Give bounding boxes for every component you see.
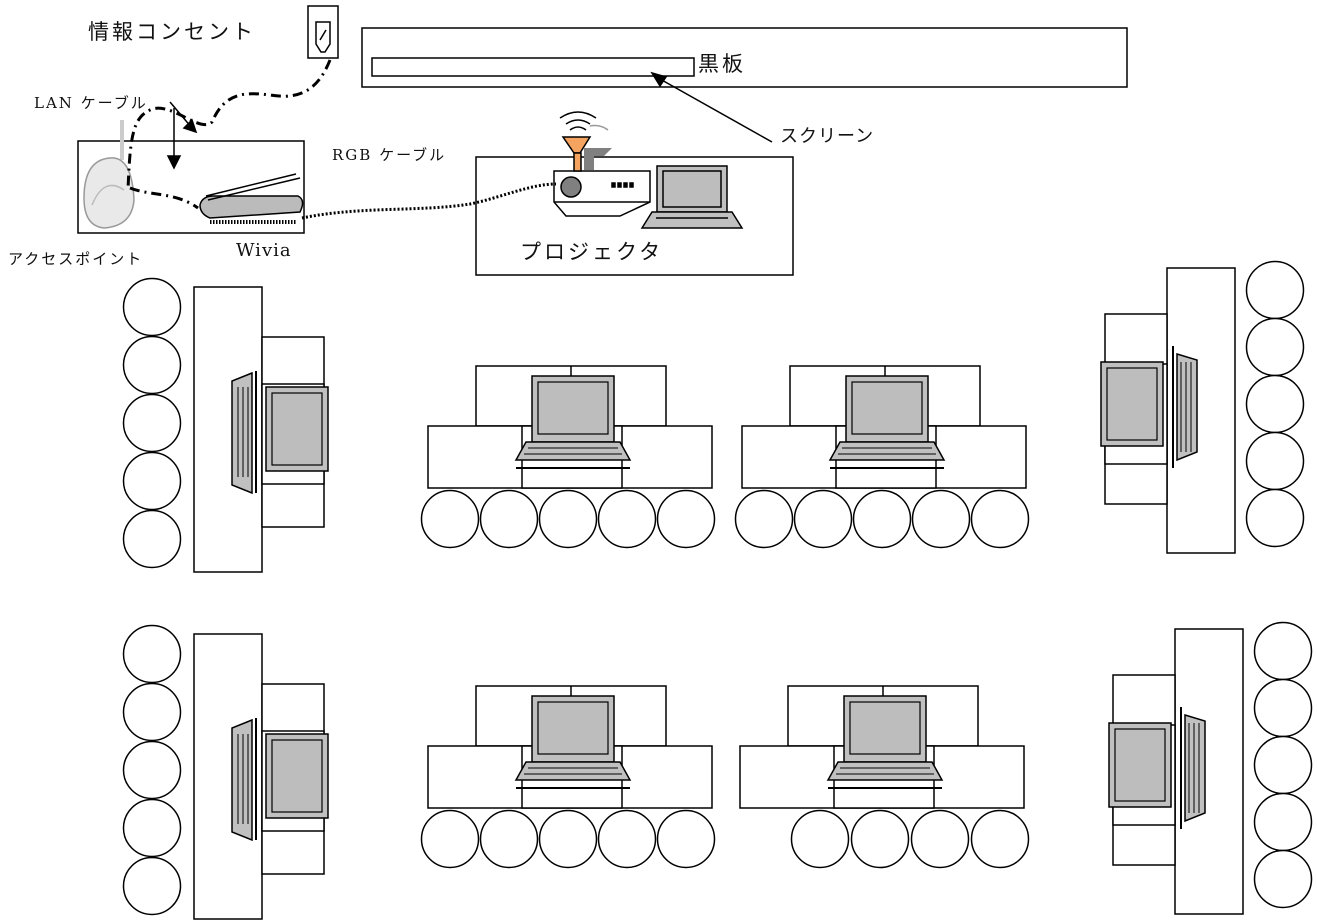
desk-group [420,685,716,869]
seat [122,277,182,337]
seat [911,489,971,549]
desk-group [734,365,1030,549]
rgb-cable-label: RGB ケーブル [332,146,447,164]
seat [850,809,910,869]
seat [656,809,716,869]
seat [793,489,853,549]
access-point-box [77,140,305,234]
rgb-cable-line [301,182,557,220]
lan-cable-label: LAN ケーブル [34,94,148,112]
seat [122,624,182,684]
seat [597,489,657,549]
seat [538,489,598,549]
screen-arrowhead [650,71,668,88]
laptop-icon [514,695,632,789]
blackboard [361,27,1128,88]
laptop-icon [231,371,329,495]
seat [910,809,970,869]
laptop-icon [1108,707,1206,829]
projector-icon [553,111,651,217]
projector-label: プロジェクタ [520,240,664,264]
seat [1253,678,1313,738]
info-outlet-label: 情報コンセント [88,20,256,44]
seat [970,489,1030,549]
screen-pointer-line [659,78,773,143]
blackboard-label: 黒板 [698,52,746,76]
laptop-icon [514,375,632,469]
seat [1245,488,1305,548]
desk-group [420,365,716,549]
seat [122,856,182,916]
seat [1245,431,1305,491]
wivia-icon [199,173,304,224]
desk-group [1100,260,1305,554]
seat [122,682,182,742]
seat [122,335,182,395]
seat [970,809,1030,869]
access-point-label: アクセスポイント [8,250,144,268]
seat [479,809,539,869]
lan-cable-outlet-line [126,59,332,191]
seat [1253,792,1313,852]
seat [122,798,182,858]
seat [122,393,182,453]
seat [790,809,850,869]
seat [852,489,912,549]
desk-group [122,277,329,573]
seat [538,809,598,869]
laptop-icon [231,718,329,842]
lan-arrow-2-head [166,155,182,170]
laptop-icon [828,375,946,469]
seat [1245,260,1305,320]
desk-group [739,685,1030,869]
seat [420,809,480,869]
seat [597,809,657,869]
info-outlet-icon [307,5,339,59]
seat [122,740,182,800]
wivia-label: Wivia [236,240,292,261]
screen [371,57,695,77]
seat [1253,621,1313,681]
seat [122,509,182,569]
projector-laptop-icon [640,165,744,229]
screen-label: スクリーン [780,126,875,147]
seat [1253,849,1313,909]
seat [479,489,539,549]
seat [1245,317,1305,377]
seat [122,451,182,511]
projector-box [475,156,794,276]
access-point-icon [83,120,135,229]
seat [734,489,794,549]
laptop-icon [826,695,944,789]
laptop-icon [1100,346,1198,468]
lan-cable-wivia-line [129,186,199,210]
lan-arrow-1-head [182,118,198,134]
desk-group [122,624,329,920]
seat [656,489,716,549]
seat [1253,735,1313,795]
seat [1245,374,1305,434]
desk-group [1108,621,1313,915]
seat [420,489,480,549]
